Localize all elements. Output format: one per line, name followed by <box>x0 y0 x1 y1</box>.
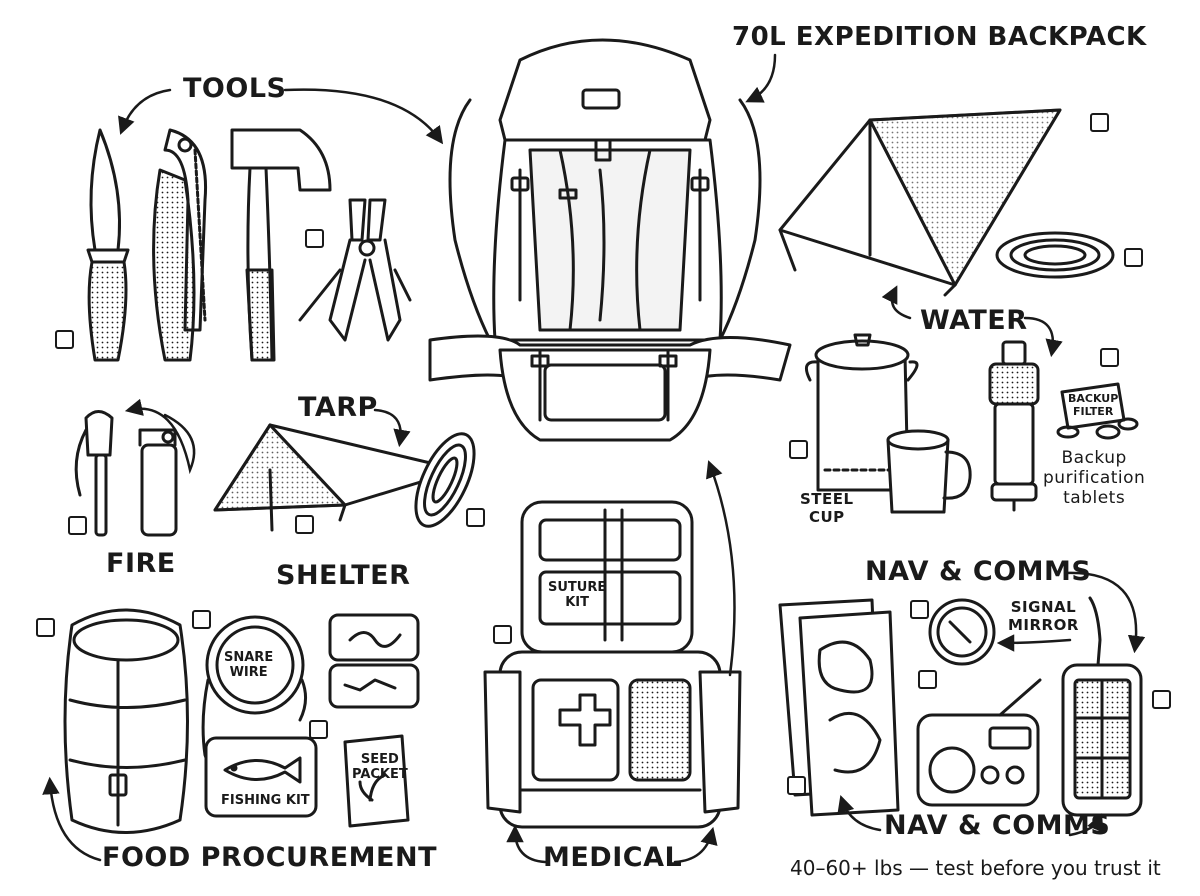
medical-label: MEDICAL <box>543 842 683 873</box>
arrow-medical-up <box>706 460 736 677</box>
checkbox-multitool[interactable] <box>305 229 324 248</box>
checkbox-map-bottom[interactable] <box>787 776 806 795</box>
tools-label: TOOLS <box>183 73 287 104</box>
arrow-water-right <box>1023 316 1063 358</box>
nav-comms-bottom-label: NAV & COMMS <box>884 810 1111 841</box>
backup-purification-note: Backup purification tablets <box>1043 448 1146 508</box>
seed-packet-illustration <box>343 734 410 828</box>
crank-radio-illustration <box>916 678 1042 807</box>
arrow-nav-bottom-right <box>1068 813 1104 837</box>
backup-filter-tag: BACKUP FILTER <box>1068 392 1119 418</box>
suture-kit-tag: SUTURE KIT <box>548 580 607 610</box>
arrow-medical-right <box>673 826 718 864</box>
arrow-backpack <box>745 53 777 103</box>
solar-power-bank-illustration <box>1061 596 1143 817</box>
nav-comms-top-label: NAV & COMMS <box>865 556 1092 587</box>
fishing-kit-tag: FISHING KIT <box>221 793 310 808</box>
lighter-illustration <box>138 428 178 537</box>
signal-mirror-label: SIGNAL MIRROR <box>1008 598 1079 634</box>
sleeping-bag-illustration <box>63 608 189 834</box>
backup-filter-packet-illustration <box>1056 382 1139 440</box>
checkbox-map[interactable] <box>910 600 929 619</box>
medical-kit-illustration <box>483 500 742 829</box>
weight-footer-note: 40–60+ lbs — test before you trust it <box>790 856 1161 880</box>
checkbox-tackle-box[interactable] <box>309 720 328 739</box>
axe-illustration <box>230 128 332 362</box>
arrow-fire <box>124 398 196 475</box>
tarp-shelter-illustration <box>213 423 462 532</box>
food-procurement-label: FOOD PROCUREMENT <box>102 842 437 873</box>
checkbox-rope-top-right[interactable] <box>1124 248 1143 267</box>
arrow-water-left <box>881 285 912 320</box>
checkbox-fire[interactable] <box>68 516 87 535</box>
shelter-label: SHELTER <box>276 560 411 591</box>
arrow-medical-left <box>506 824 547 864</box>
water-filter-illustration <box>988 340 1040 512</box>
checkbox-filter[interactable] <box>1100 348 1119 367</box>
checkbox-knife[interactable] <box>55 330 74 349</box>
multitool-illustration <box>298 198 412 342</box>
tackle-box-illustration <box>328 613 420 709</box>
fishing-kit-illustration <box>204 736 318 818</box>
seed-packet-tag: SEED PACKET <box>352 752 408 782</box>
folding-saw-illustration <box>152 128 208 362</box>
arrow-nav-top <box>1063 571 1146 654</box>
fire-label: FIRE <box>106 548 176 579</box>
checkbox-sleeping-bag[interactable] <box>36 618 55 637</box>
arrow-mirror <box>996 634 1072 652</box>
checkbox-mirror[interactable] <box>918 670 937 689</box>
checkbox-snare-wire[interactable] <box>192 610 211 629</box>
checkbox-tarp-top-right[interactable] <box>1090 113 1109 132</box>
snare-wire-tag: SNARE WIRE <box>224 650 274 680</box>
checkbox-tarp-shelter[interactable] <box>295 515 314 534</box>
backpack-label: 70L EXPEDITION BACKPACK <box>732 22 1147 52</box>
arrow-tools-left <box>118 88 172 135</box>
checkbox-radio[interactable] <box>1152 690 1171 709</box>
water-label: WATER <box>920 305 1028 336</box>
steel-cup-label: STEEL CUP <box>800 490 854 526</box>
arrow-food <box>42 776 102 862</box>
rope-shelter-illustration <box>414 432 476 528</box>
checkbox-medical-kit[interactable] <box>493 625 512 644</box>
tarp-label: TARP <box>298 392 378 423</box>
signal-mirror-illustration <box>928 598 996 666</box>
arrow-tarp <box>373 408 411 448</box>
rope-top-right-illustration <box>995 231 1115 279</box>
arrow-tools-right <box>283 88 444 145</box>
checkbox-rope-shelter[interactable] <box>466 508 485 527</box>
checkbox-pot[interactable] <box>789 440 808 459</box>
map-illustration <box>778 598 900 817</box>
knife-illustration <box>86 128 130 362</box>
cook-pot-illustration <box>804 333 919 492</box>
arrow-nav-bottom <box>837 795 882 832</box>
backpack-illustration <box>428 38 792 442</box>
fire-steel-illustration <box>74 410 114 537</box>
tarp-top-right-illustration <box>778 108 1062 297</box>
steel-cup-illustration <box>886 429 972 514</box>
